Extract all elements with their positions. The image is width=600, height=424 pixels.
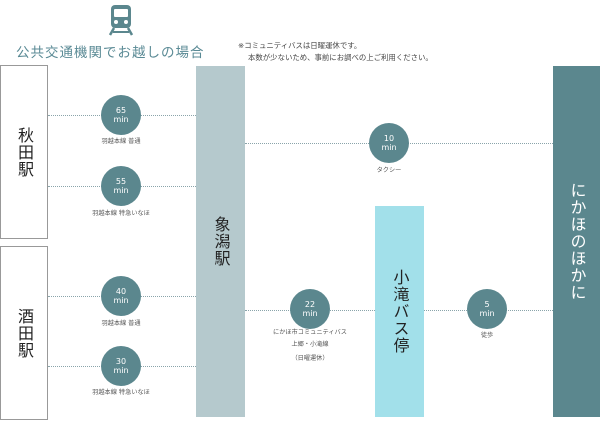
station-sakata-label: 酒田駅 xyxy=(15,307,34,359)
page-title: 公共交通機関でお越しの場合 xyxy=(16,45,205,61)
caption-sakata-local: 羽越本線 普通 xyxy=(101,320,141,327)
station-kisakata-label: 象潟駅 xyxy=(211,216,231,267)
note-line-1: ※コミュニティバスは日曜運休です。 xyxy=(238,41,362,50)
note-line-2: 本数が少ないため、事前にお調べの上ご利用ください。 xyxy=(248,53,433,62)
caption-bus: にかほ市コミュニティバス xyxy=(273,329,347,336)
caption-walk: 徒歩 xyxy=(480,332,494,339)
stop-kotaki-label: 小滝バス停 xyxy=(390,269,410,354)
station-akita-label: 秋田駅 xyxy=(15,126,34,178)
caption-sakata-express: 羽越本線 特急いなほ xyxy=(92,389,150,396)
caption-akita-local: 羽越本線 普通 xyxy=(101,138,141,145)
destination: にかほのほかに xyxy=(553,66,600,417)
stop-kotaki: 小滝バス停 xyxy=(375,206,424,417)
station-kisakata: 象潟駅 xyxy=(196,66,245,417)
station-akita: 秋田駅 xyxy=(0,65,48,239)
caption-bus-note: （日曜運休） xyxy=(291,355,329,362)
station-sakata: 酒田駅 xyxy=(0,246,48,420)
caption-bus-line: 上郷・小滝線 xyxy=(291,341,329,348)
note: ※コミュニティバスは日曜運休です。 本数が少ないため、事前にお調べの上ご利用くだ… xyxy=(238,40,433,64)
caption-akita-express: 羽越本線 特急いなほ xyxy=(92,210,150,217)
destination-label: にかほのほかに xyxy=(567,182,587,301)
caption-taxi: タクシー xyxy=(376,167,402,174)
train-icon xyxy=(108,5,134,36)
